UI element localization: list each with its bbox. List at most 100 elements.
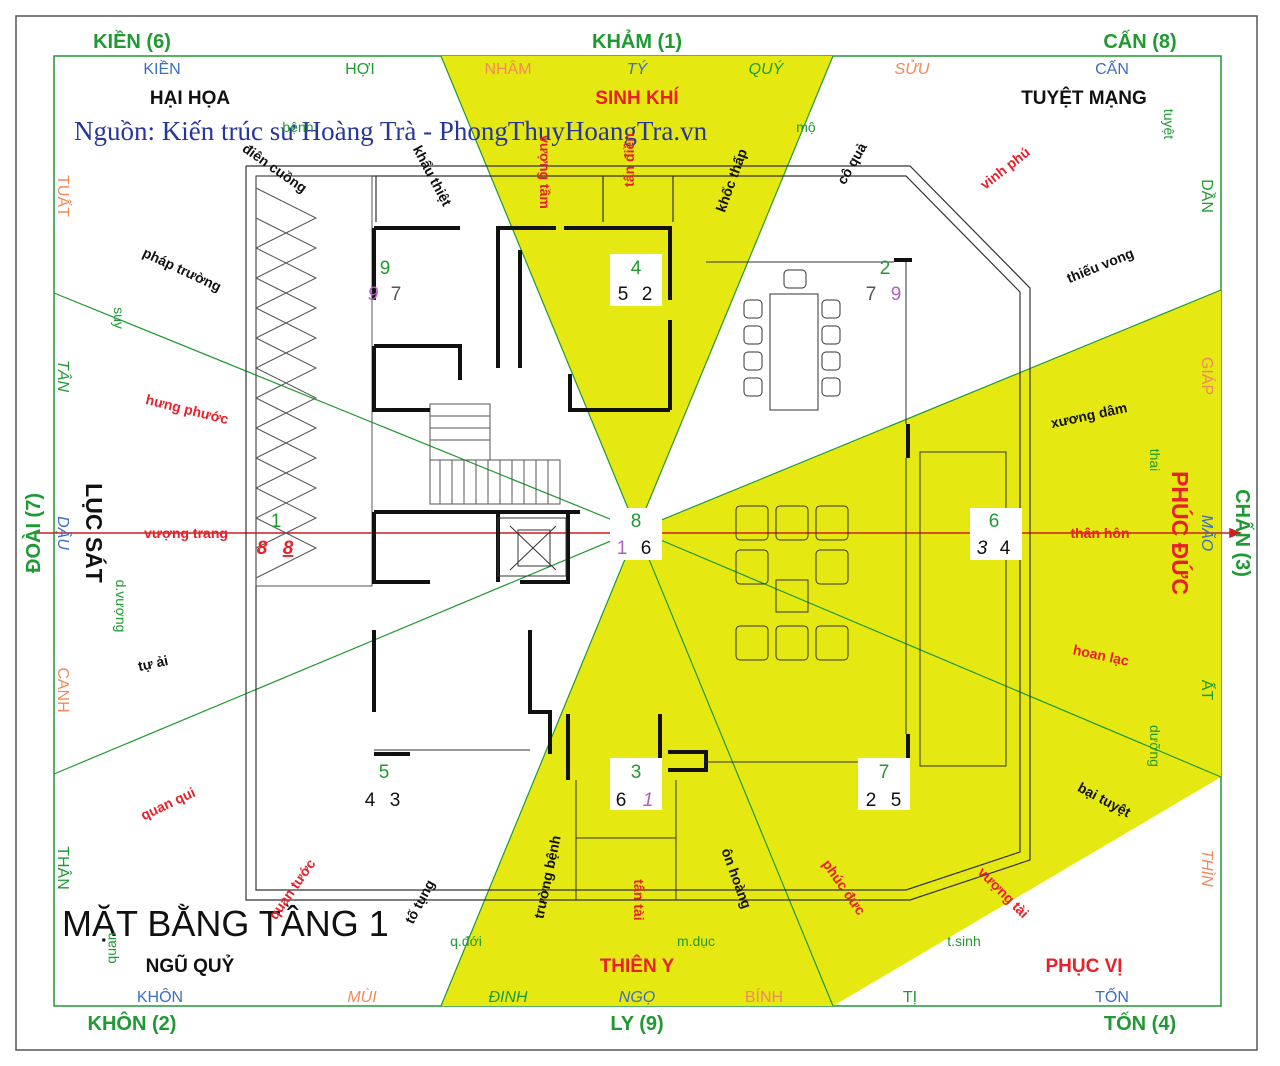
mountain-dinh: ĐINH bbox=[488, 989, 528, 1006]
sector-luc-sat: LỤC SÁT bbox=[81, 483, 108, 583]
flying-star-northwest: 9 9 7 bbox=[368, 258, 402, 305]
sector-tuyet-mang: TUYỆT MẠNG bbox=[1021, 87, 1147, 109]
flying-star-left: 7 bbox=[866, 284, 877, 305]
direction-south: LY (9) bbox=[610, 1013, 663, 1035]
meeting-table bbox=[743, 269, 841, 411]
cycle-suy: suy bbox=[111, 307, 127, 329]
flying-star-right: 6 bbox=[641, 538, 652, 559]
cycle-tuyet: tuyệt bbox=[1161, 109, 1177, 139]
flying-star-right: 4 bbox=[1000, 538, 1011, 559]
mountain-than: THÂN bbox=[54, 846, 73, 890]
mountain-hoi: HỢI bbox=[345, 61, 375, 78]
flying-star-east: 6 3 4 bbox=[970, 508, 1022, 560]
flying-star-base: 5 bbox=[379, 762, 390, 783]
mountain-quy: QUÝ bbox=[749, 59, 785, 78]
star-vuong-tam: vượng tầm bbox=[537, 135, 553, 209]
cycle-duong: dưỡng bbox=[1147, 725, 1163, 767]
flying-star-left: 3 bbox=[977, 538, 988, 559]
flying-star-base: 3 bbox=[631, 762, 642, 783]
mountains-top: KIỀN HỢI NHÂM TÝ QUÝ SỬU CẤN bbox=[143, 59, 1129, 78]
cycle-d-vuong: d.vượng bbox=[113, 580, 129, 633]
flying-star-left: 1 bbox=[617, 538, 628, 559]
cycle-t-sinh: t.sinh bbox=[947, 933, 980, 949]
mountain-binh: BÍNH bbox=[745, 987, 783, 1006]
mountain-suu: SỬU bbox=[895, 59, 930, 78]
mountain-ngo: NGỌ bbox=[619, 989, 655, 1006]
mountain-dau: DẬU bbox=[54, 516, 73, 550]
mountain-ty: TÝ bbox=[627, 59, 649, 78]
flying-star-left: 8 bbox=[257, 538, 268, 559]
outer-frame bbox=[15, 15, 1258, 1051]
flying-star-south: 3 6 1 bbox=[610, 758, 662, 811]
flying-star-base: 6 bbox=[989, 511, 1000, 532]
cycle-benh: bệnh bbox=[282, 119, 313, 135]
cycle-mo: mộ bbox=[796, 119, 816, 135]
sector-thien-y: THIÊN Y bbox=[600, 955, 675, 977]
star-than-hon: thân hôn bbox=[1070, 525, 1129, 541]
sector-phuc-duc: PHÚC ĐỨC bbox=[1167, 471, 1194, 595]
cycle-thai: thai bbox=[1147, 449, 1163, 472]
cycle-m-duc: m.dục bbox=[677, 933, 715, 949]
mountains-bottom: KHÔN MÙI ĐINH NGỌ BÍNH TỊ TỐN bbox=[137, 986, 1129, 1006]
mountain-ti: TỊ bbox=[903, 989, 917, 1006]
mountain-ton: TỐN bbox=[1095, 986, 1129, 1006]
sector-names: HẠI HỌA SINH KHÍ TUYỆT MẠNG LỤC SÁT PHÚC… bbox=[81, 87, 1194, 977]
direction-east: CHẤN (3) bbox=[1231, 489, 1254, 577]
flying-stars: 9 9 7 4 5 2 2 7 9 1 8 8 8 1 6 6 3 bbox=[257, 254, 1022, 811]
mountain-mao: MÃO bbox=[1198, 515, 1217, 551]
sofa-set bbox=[735, 505, 849, 661]
flying-star-base: 7 bbox=[879, 762, 890, 783]
mountain-thin: THÌN bbox=[1198, 849, 1217, 887]
source-credit: Nguồn: Kiến trúc sư Hoàng Trà - PhongThu… bbox=[74, 116, 708, 146]
cycle-q-doi: q.đới bbox=[450, 933, 482, 949]
flying-star-right: 8 bbox=[283, 538, 294, 559]
sector-phuc-vi: PHỤC VỊ bbox=[1045, 956, 1122, 977]
flying-star-left: 4 bbox=[365, 790, 376, 811]
sector-hai-hoa: HẠI HỌA bbox=[150, 88, 231, 109]
star-tu-ai: tự ải bbox=[136, 652, 169, 674]
direction-northwest: KIỀN (6) bbox=[93, 30, 171, 53]
direction-west: ĐOÀI (7) bbox=[22, 493, 45, 573]
cycle-quan: quan bbox=[103, 932, 119, 963]
star-tan-dien: tấn điền bbox=[621, 133, 637, 187]
flying-star-base: 4 bbox=[631, 258, 642, 279]
flying-star-right: 2 bbox=[642, 284, 653, 305]
direction-southwest: KHÔN (2) bbox=[88, 1011, 177, 1035]
mountain-canh: CANH bbox=[54, 667, 71, 712]
mountain-giap: GIÁP bbox=[1198, 357, 1217, 395]
mountain-khon: KHÔN bbox=[137, 987, 183, 1006]
flying-star-center: 8 1 6 bbox=[610, 508, 662, 560]
flying-star-right: 5 bbox=[891, 790, 902, 811]
flying-star-base: 2 bbox=[880, 258, 891, 279]
mountain-at: ẤT bbox=[1198, 680, 1217, 701]
sector-sinh-khi: SINH KHÍ bbox=[595, 87, 679, 109]
mountain-mui: MÙI bbox=[347, 987, 377, 1006]
sector-lines bbox=[53, 55, 1222, 1007]
star-vuong-trang: vượng trang bbox=[144, 525, 228, 541]
stair-ramp bbox=[255, 175, 373, 587]
mountain-tuat: TUẤT bbox=[54, 175, 73, 217]
flying-star-west: 1 8 8 bbox=[257, 511, 294, 559]
flying-star-base: 9 bbox=[380, 258, 391, 279]
mountain-tan: TÂN bbox=[54, 360, 73, 392]
direction-labels: KHẢM (1) CẤN (8) KIỀN (6) LY (9) KHÔN (2… bbox=[22, 30, 1254, 1035]
mountain-can: CẤN bbox=[1095, 59, 1129, 78]
direction-southeast: TỐN (4) bbox=[1104, 1011, 1176, 1035]
floor-plan-title: MẶT BẰNG TẦNG 1 bbox=[62, 903, 389, 944]
flying-star-right: 3 bbox=[390, 790, 401, 811]
flying-star-southwest: 5 4 3 bbox=[365, 762, 401, 811]
direction-north: KHẢM (1) bbox=[592, 30, 682, 53]
phuc-duc-phuc-vi-sector bbox=[637, 290, 1221, 1006]
walls bbox=[372, 226, 912, 780]
internal-stairs bbox=[429, 403, 561, 505]
flying-star-northeast: 2 7 9 bbox=[866, 258, 902, 305]
flying-star-left: 2 bbox=[866, 790, 877, 811]
mountain-kien: KIỀN bbox=[143, 59, 180, 78]
mountain-nham: NHÂM bbox=[484, 59, 531, 78]
building-outline bbox=[245, 165, 1031, 901]
flying-star-north: 4 5 2 bbox=[610, 254, 662, 306]
flying-star-left: 9 bbox=[368, 284, 379, 305]
flying-star-southeast: 7 2 5 bbox=[858, 758, 910, 811]
flying-star-right: 7 bbox=[391, 284, 402, 305]
